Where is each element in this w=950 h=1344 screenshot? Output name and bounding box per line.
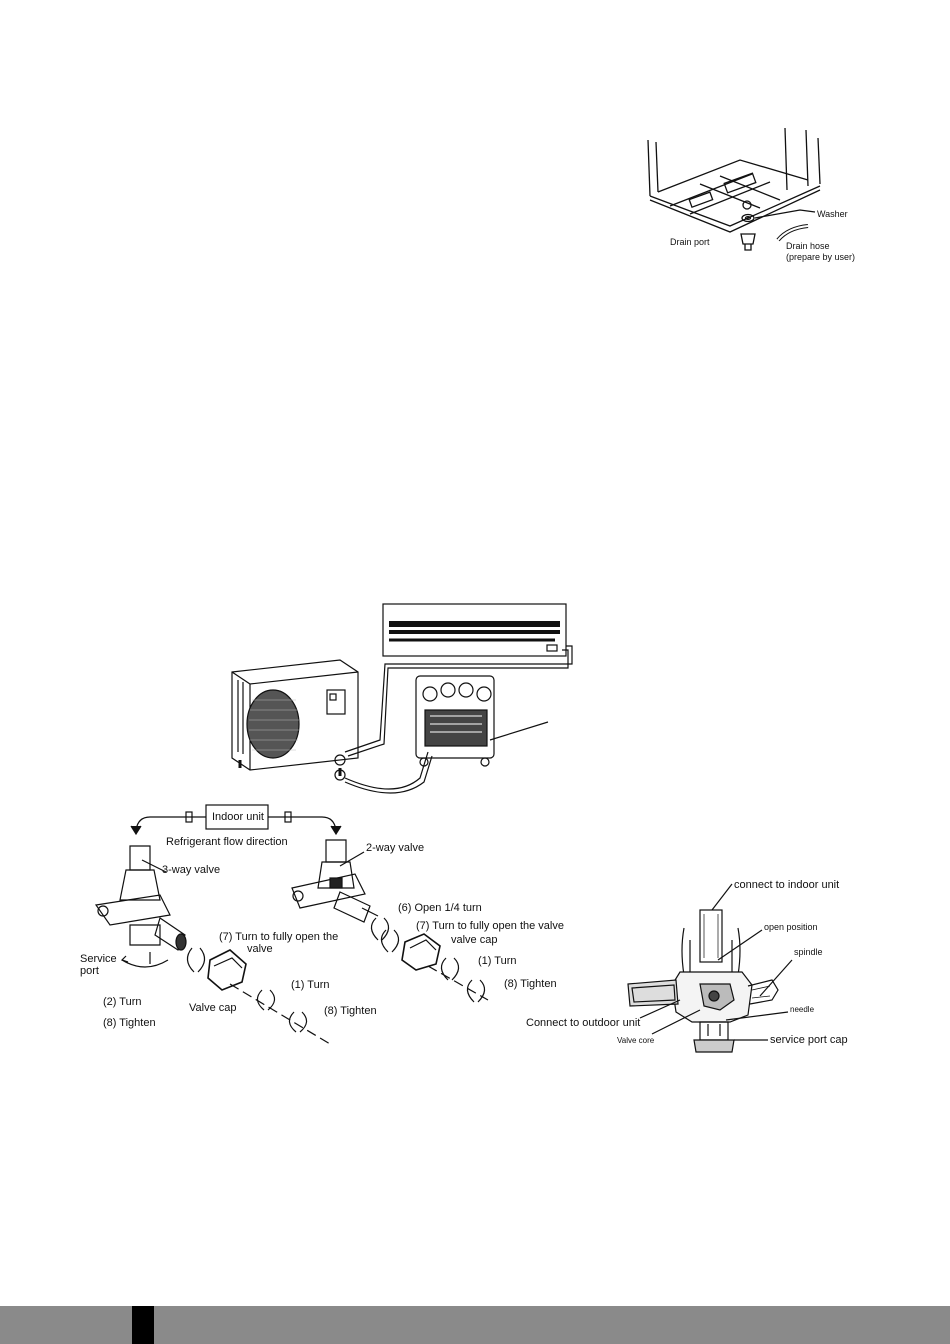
valve-cap-left-label: Valve cap xyxy=(189,1002,237,1014)
connect-indoor-label: connect to indoor unit xyxy=(734,879,840,891)
open-position-label: open position xyxy=(764,922,818,932)
washer-label: Washer xyxy=(817,209,848,219)
two-way-valve-label: 2-way valve xyxy=(366,842,425,854)
turn-1-left-label: (1) Turn xyxy=(291,979,330,991)
drain-port-label: Drain port xyxy=(670,237,710,247)
service-port-label-2: port xyxy=(80,965,99,977)
drain-hose-note: (prepare by user) xyxy=(786,252,856,262)
service-port-label-1: Service xyxy=(80,953,117,965)
service-port-cap-label: service port cap xyxy=(770,1034,848,1046)
flow-direction-label: Refrigerant flow direction xyxy=(166,836,288,848)
turn-2-label: (2) Turn xyxy=(103,996,142,1008)
turn-1-right-label: (1) Turn xyxy=(478,955,517,967)
tighten-8-mid-label: (8) Tighten xyxy=(324,1005,377,1017)
turn-open-left-label-1: (7) Turn to fully open the xyxy=(219,931,339,943)
drain-hose-label: Drain hose xyxy=(786,241,830,251)
needle-label: needle xyxy=(790,1005,815,1014)
turn-open-right-label: (7) Turn to fully open the valve xyxy=(416,920,564,932)
footer-page-tab xyxy=(132,1306,154,1344)
three-way-valve-label: 3-way valve xyxy=(162,864,221,876)
connect-outdoor-label: Connect to outdoor unit xyxy=(526,1017,641,1029)
tighten-8-left-label: (8) Tighten xyxy=(103,1017,156,1029)
valve-cap-right-label: valve cap xyxy=(451,934,498,946)
turn-open-left-label-2: valve xyxy=(247,943,273,955)
tighten-8-right-label: (8) Tighten xyxy=(504,978,557,990)
valve-core-label: Valve core xyxy=(617,1036,655,1045)
spindle-label: spindle xyxy=(794,947,823,957)
indoor-unit-label: Indoor unit xyxy=(212,811,264,823)
open-quarter-turn-label: (6) Open 1/4 turn xyxy=(398,902,482,914)
footer-bar xyxy=(0,1306,950,1344)
